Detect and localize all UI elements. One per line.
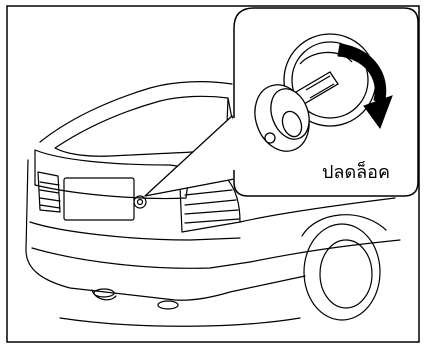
unlock-label: ปลดล็อค — [322, 160, 390, 183]
